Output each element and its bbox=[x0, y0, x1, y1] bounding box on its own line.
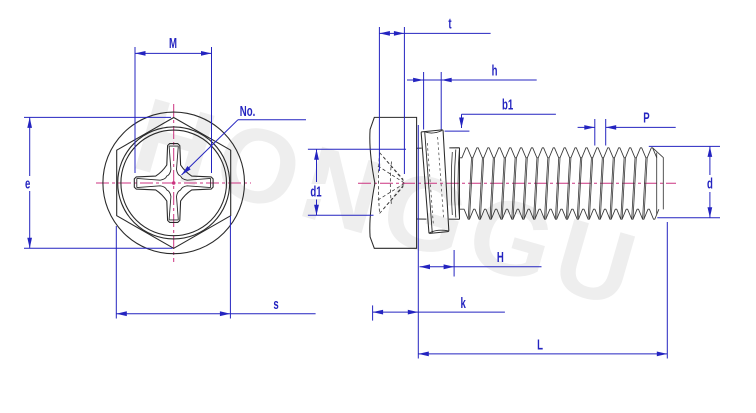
svg-text:e: e bbox=[25, 175, 30, 192]
svg-text:h: h bbox=[492, 62, 498, 79]
svg-text:M: M bbox=[169, 35, 177, 52]
svg-text:t: t bbox=[448, 15, 452, 32]
svg-text:d: d bbox=[707, 176, 713, 193]
svg-text:No.: No. bbox=[240, 103, 255, 120]
svg-text:d1: d1 bbox=[310, 183, 321, 200]
svg-text:L: L bbox=[537, 336, 543, 353]
svg-text:H: H bbox=[497, 249, 504, 266]
svg-text:P: P bbox=[643, 109, 649, 126]
svg-text:k: k bbox=[461, 295, 466, 312]
svg-text:b1: b1 bbox=[502, 96, 513, 113]
svg-text:s: s bbox=[273, 296, 278, 313]
